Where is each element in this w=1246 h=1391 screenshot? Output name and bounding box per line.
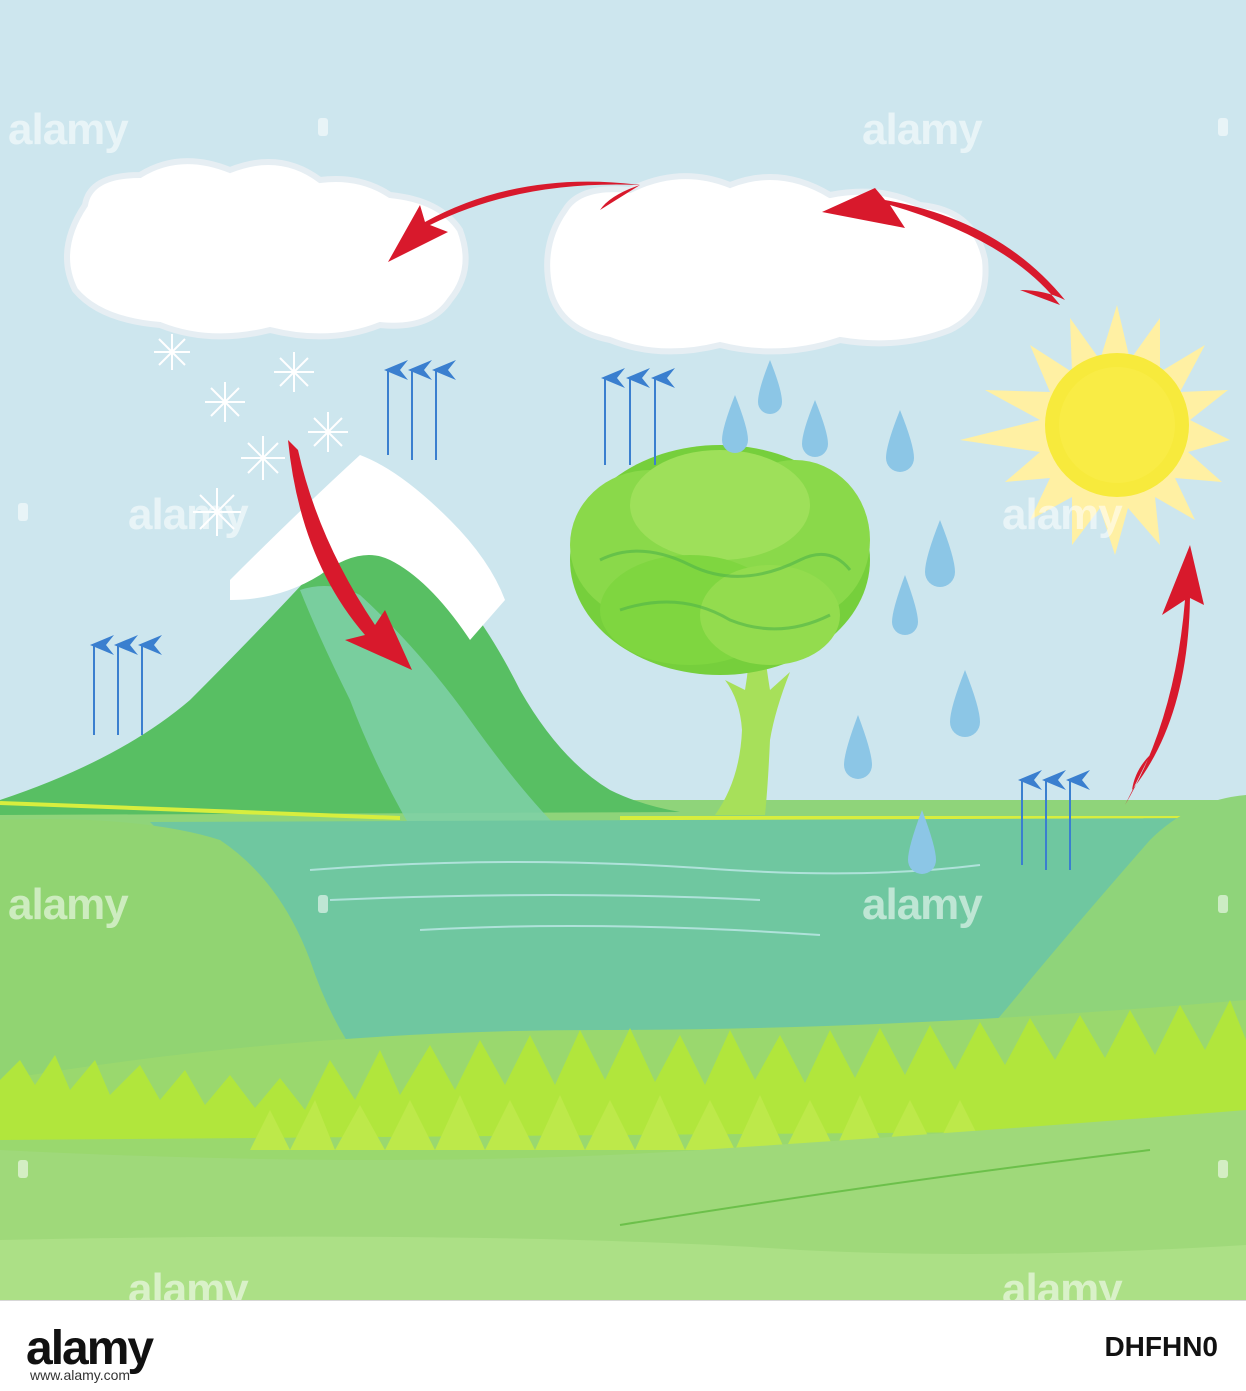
snowy-peak xyxy=(230,455,505,640)
watermark-mark xyxy=(1218,118,1228,136)
watermark-mark xyxy=(18,503,28,521)
lake-ripples xyxy=(309,860,981,936)
ground-line xyxy=(619,1149,1151,1226)
evaporation-arrows xyxy=(90,360,1090,870)
grass-tufts-1 xyxy=(0,1000,1246,1140)
footer-bar: alamy www.alamy.com DHFHN0 xyxy=(0,1300,1246,1391)
grass-tufts-2 xyxy=(250,1095,985,1150)
watermark-mark xyxy=(1218,895,1228,913)
arrow-icon-sun-to-cloud xyxy=(822,188,1065,305)
image-id: DHFHN0 xyxy=(1104,1331,1218,1362)
right-hill xyxy=(960,795,1246,1060)
arrow-icons xyxy=(288,181,1204,805)
ground-bottom-light xyxy=(0,1236,1246,1300)
raindrop-icons xyxy=(722,360,980,874)
watermark-mark xyxy=(1218,1160,1228,1178)
sun-icon xyxy=(960,305,1230,555)
snowflake-icons xyxy=(154,334,348,536)
cloud-icon-right xyxy=(544,173,989,355)
footer-logo: alamy xyxy=(26,1322,154,1375)
arrow-icon-ground-to-sun xyxy=(1125,545,1204,805)
footer-url: www.alamy.com xyxy=(30,1367,131,1383)
cloud-icon-left xyxy=(64,158,469,340)
watermark-mark xyxy=(318,118,328,136)
tree-icon xyxy=(570,445,870,815)
water-cycle-diagram xyxy=(0,0,1246,1300)
watermark-mark xyxy=(318,895,328,913)
horizon-line xyxy=(0,801,1246,820)
watermark-mark xyxy=(18,1160,28,1178)
arrow-icon-snow-to-mountain xyxy=(288,440,412,670)
